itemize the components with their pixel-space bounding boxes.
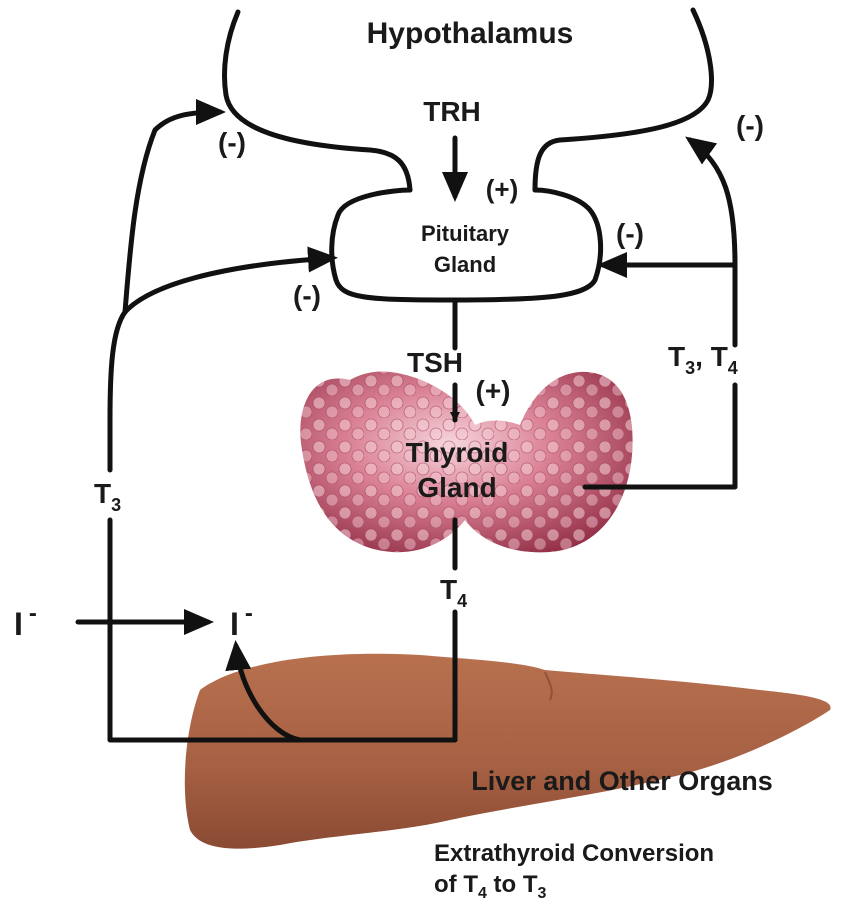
t3-label: T3	[94, 478, 121, 515]
conversion-label-line1: Extrathyroid Conversion	[434, 840, 714, 867]
inhibition-left-pituitary: (-)	[293, 280, 321, 311]
conversion-label-line2: of T4 to T3	[434, 871, 547, 902]
liver-label: Liver and Other Organs	[471, 766, 773, 796]
liver-icon	[185, 654, 831, 849]
tsh-stimulation-label: (+)	[476, 375, 511, 406]
pituitary-label-line2: Gland	[434, 252, 496, 277]
t3t4-to-hypothalamus-arrow	[690, 140, 735, 265]
t3-t4-label: T3, T4	[668, 341, 738, 378]
iodide-label-right: I-	[230, 600, 253, 642]
trh-stimulation-label: (+)	[486, 174, 519, 204]
iodide-label-left: I-	[14, 600, 37, 642]
inhibition-right-pituitary: (-)	[616, 218, 644, 249]
t3-feedback-line	[110, 312, 125, 470]
t3-to-hypothalamus-arrow	[125, 112, 220, 312]
hypothalamus-label: Hypothalamus	[367, 17, 574, 50]
thyroid-label-line2: Gland	[417, 472, 496, 503]
t3t4-to-pituitary-arrow	[603, 265, 735, 345]
thyroid-label-line1: Thyroid	[406, 437, 509, 468]
tsh-label: TSH	[407, 347, 463, 378]
trh-label: TRH	[423, 96, 481, 127]
inhibition-right-hypothalamus: (-)	[736, 110, 764, 141]
inhibition-left-hypothalamus: (-)	[218, 127, 246, 158]
t4-label: T4	[440, 574, 467, 611]
pituitary-label-line1: Pituitary	[421, 221, 510, 246]
